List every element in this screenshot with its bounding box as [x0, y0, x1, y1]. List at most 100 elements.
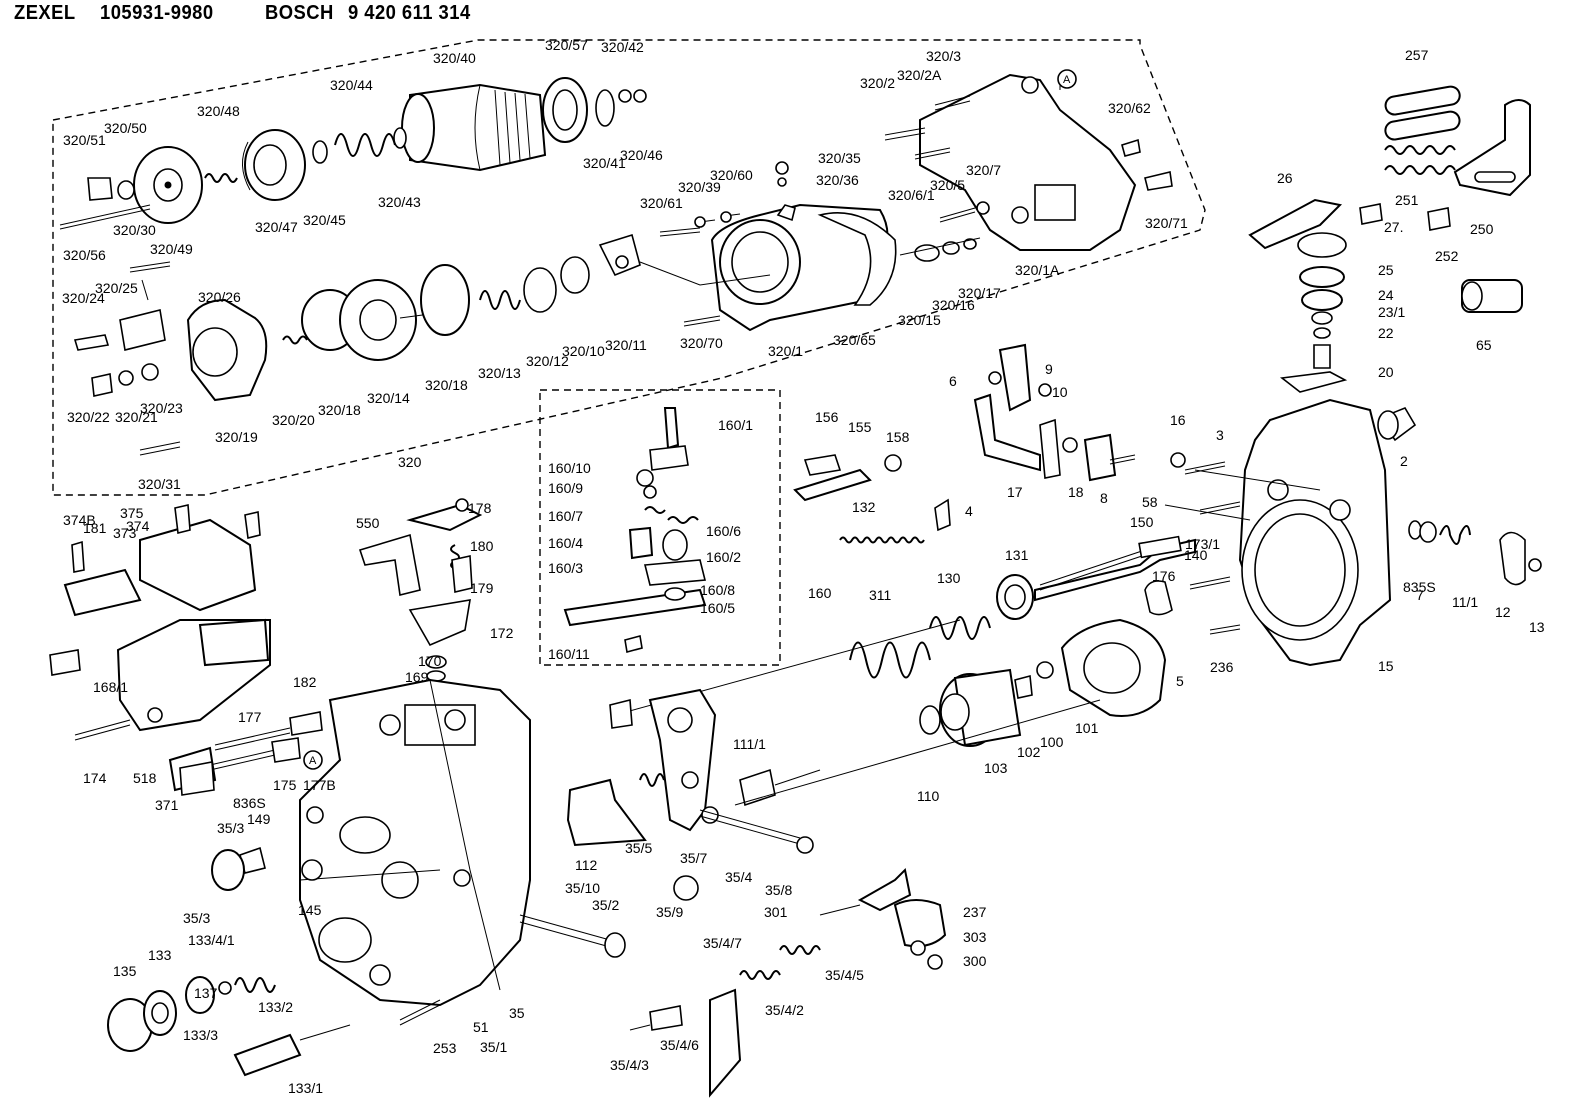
part-callout-label: 320/30 [113, 222, 156, 238]
part-callout-label: 320/13 [478, 365, 521, 381]
governor-housing-right [1164, 398, 1542, 667]
part-callout-label: 168/1 [93, 679, 128, 695]
part-callout-label: 133/1 [288, 1080, 323, 1096]
part-callout-label: 253 [433, 1040, 457, 1056]
part-callout-label: 320/1A [1015, 262, 1060, 278]
part-callout-label: 160 [808, 585, 832, 601]
part-callout-label: 320/45 [303, 212, 346, 228]
part-callout-label: 137 [194, 985, 218, 1001]
part-callout-label: 133/4/1 [188, 932, 235, 948]
part-callout-label: 160/3 [548, 560, 583, 576]
part-callout-label: 320/14 [367, 390, 410, 406]
governor-internals [614, 538, 1196, 807]
part-callout-label: 35/3 [217, 820, 244, 836]
part-callout-label: 35/4/2 [765, 1002, 804, 1018]
part-callout-label: 320/5 [930, 177, 965, 193]
part-callout-label: 236 [1210, 659, 1234, 675]
part-callout-label: 320/25 [95, 280, 138, 296]
part-callout-label: 320/44 [330, 77, 373, 93]
part-callout-label: 835S [1403, 579, 1436, 595]
part-callout-label: 320/42 [601, 39, 644, 55]
part-callout-label: 173/1 [1185, 536, 1220, 552]
part-callout-label: 15 [1378, 658, 1394, 674]
group-320-boundary [52, 39, 1206, 496]
part-callout-label: 320/21 [115, 409, 158, 425]
part-callout-label: 320/2 [860, 75, 895, 91]
part-callout-label: 320/3 [926, 48, 961, 64]
part-callout-label: 35/4/3 [610, 1057, 649, 1073]
svg-text:A: A [1063, 74, 1071, 86]
part-callout-label: 4 [965, 503, 973, 519]
part-callout-label: 35/1 [480, 1039, 507, 1055]
part-callout-label: 320/35 [818, 150, 861, 166]
linkage-parts-top-mid [793, 343, 1182, 591]
part-callout-label: 35 [509, 1005, 525, 1021]
part-callout-label: 133 [148, 947, 172, 963]
part-callout-label: 320/50 [104, 120, 147, 136]
part-callout-label: 5 [1176, 673, 1184, 689]
part-callout-label: 101 [1075, 720, 1099, 736]
part-callout-label: 320/62 [1108, 100, 1151, 116]
part-callout-label: 320/43 [378, 194, 421, 210]
part-callout-label: 374B [63, 512, 96, 528]
reference-marker-a-top: A [1057, 69, 1077, 89]
part-callout-label: 130 [937, 570, 961, 586]
part-callout-label: 320/17 [958, 285, 1001, 301]
part-callout-label: 182 [293, 674, 317, 690]
part-callout-label: 160/4 [548, 535, 583, 551]
part-callout-label: 12 [1495, 604, 1511, 620]
part-callout-label: 172 [490, 625, 514, 641]
part-callout-label: 155 [848, 419, 872, 435]
part-callout-label: 35/4 [725, 869, 752, 885]
part-callout-label: 16 [1170, 412, 1186, 428]
oem-brand-label: BOSCH [265, 2, 334, 24]
part-callout-label: 140 [1184, 547, 1208, 563]
part-callout-label: 301 [764, 904, 788, 920]
part-callout-label: 160/9 [548, 480, 583, 496]
part-callout-label: 320/16 [932, 297, 975, 313]
part-callout-label: 836S [233, 795, 266, 811]
part-callout-label: 132 [852, 499, 876, 515]
boost-compensator-assembly [59, 73, 1173, 456]
part-callout-label: 237 [963, 904, 987, 920]
part-callout-label: 10 [1052, 384, 1068, 400]
part-callout-label: 320/23 [140, 400, 183, 416]
part-callout-label: 160/8 [700, 582, 735, 598]
part-callout-label: 24 [1378, 287, 1394, 303]
part-callout-label: 3 [1216, 427, 1224, 443]
part-callout-label: 26 [1277, 170, 1293, 186]
part-callout-label: 320/18 [425, 377, 468, 393]
part-callout-label: 133/2 [258, 999, 293, 1015]
part-callout-label: 320/65 [833, 332, 876, 348]
part-callout-label: 320/19 [215, 429, 258, 445]
part-callout-label: 11/1 [1452, 594, 1478, 610]
part-callout-label: 65 [1476, 337, 1492, 353]
part-callout-label: 7 [1416, 587, 1424, 603]
part-callout-label: 320/31 [138, 476, 181, 492]
part-callout-label: 181 [83, 520, 107, 536]
part-callout-label: 373 [113, 525, 137, 541]
part-callout-label: 135 [113, 963, 137, 979]
part-callout-label: 133/3 [183, 1027, 218, 1043]
group-133-parts [107, 976, 441, 1077]
part-callout-label: 2 [1400, 453, 1408, 469]
part-callout-label: 9 [1045, 361, 1053, 377]
part-callout-label: 311 [869, 587, 892, 603]
svg-text:A: A [309, 755, 317, 767]
part-callout-label: 177 [238, 709, 262, 725]
part-callout-label: 320/12 [526, 353, 569, 369]
part-callout-label: 320/7 [966, 162, 1001, 178]
part-callout-label: 320/47 [255, 219, 298, 235]
part-callout-label: 320/20 [272, 412, 315, 428]
part-callout-label: 320/39 [678, 179, 721, 195]
part-callout-label: 371 [155, 797, 179, 813]
part-callout-label: 300 [963, 953, 987, 969]
part-callout-label: 320/51 [63, 132, 106, 148]
part-callout-label: 35/7 [680, 850, 707, 866]
part-callout-label: 250 [1470, 221, 1494, 237]
part-callout-label: 320/11 [605, 337, 647, 353]
part-callout-label: 320/2A [897, 67, 942, 83]
oem-part-number: 9 420 611 314 [348, 2, 471, 24]
pump-housing-left [179, 678, 531, 1007]
brand-label: ZEXEL [14, 2, 76, 24]
